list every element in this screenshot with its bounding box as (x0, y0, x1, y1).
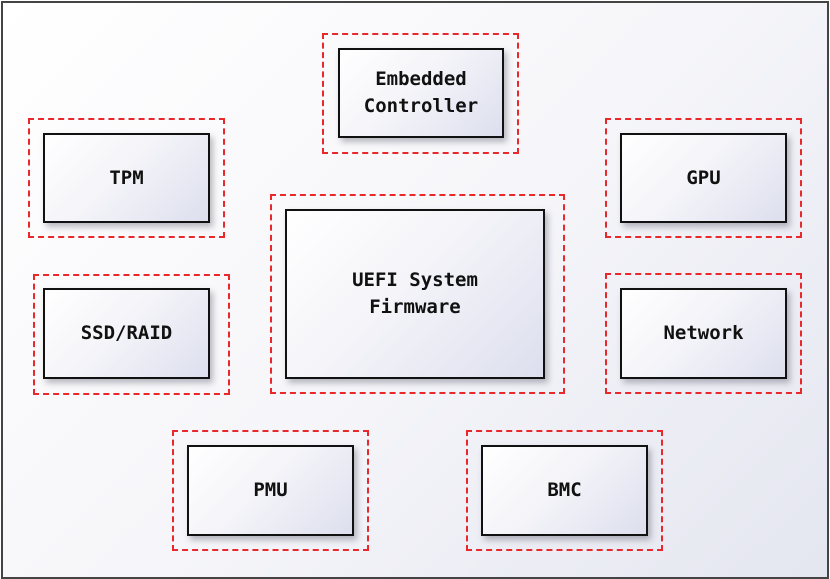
tpm-box: TPM (43, 133, 210, 223)
network-boundary (605, 273, 802, 394)
uefi-label: UEFI System Firmware (352, 269, 478, 318)
embedded-controller-box: Embedded Controller (338, 48, 504, 138)
pmu-box: PMU (187, 445, 354, 536)
pmu-label: PMU (253, 479, 288, 501)
tpm-boundary (28, 118, 225, 238)
bmc-label: BMC (547, 479, 582, 501)
embedded-controller-label: Embedded Controller (363, 68, 479, 117)
pmu-boundary (172, 430, 369, 551)
gpu-label: GPU (686, 166, 721, 189)
ssd-raid-label: SSD/RAID (80, 322, 173, 344)
bmc-boundary (466, 430, 663, 551)
ssd-raid-boundary (33, 274, 230, 395)
tpm-label: TPM (109, 166, 144, 189)
network-box: Network (620, 288, 787, 379)
embedded-controller-boundary (322, 33, 519, 154)
uefi-boundary (270, 194, 565, 394)
gpu-boundary (605, 118, 802, 238)
ssd-raid-box: SSD/RAID (43, 288, 210, 379)
bmc-box: BMC (481, 445, 648, 536)
uefi-box: UEFI System Firmware (285, 209, 545, 379)
network-label: Network (663, 322, 744, 344)
gpu-box: GPU (620, 133, 787, 223)
